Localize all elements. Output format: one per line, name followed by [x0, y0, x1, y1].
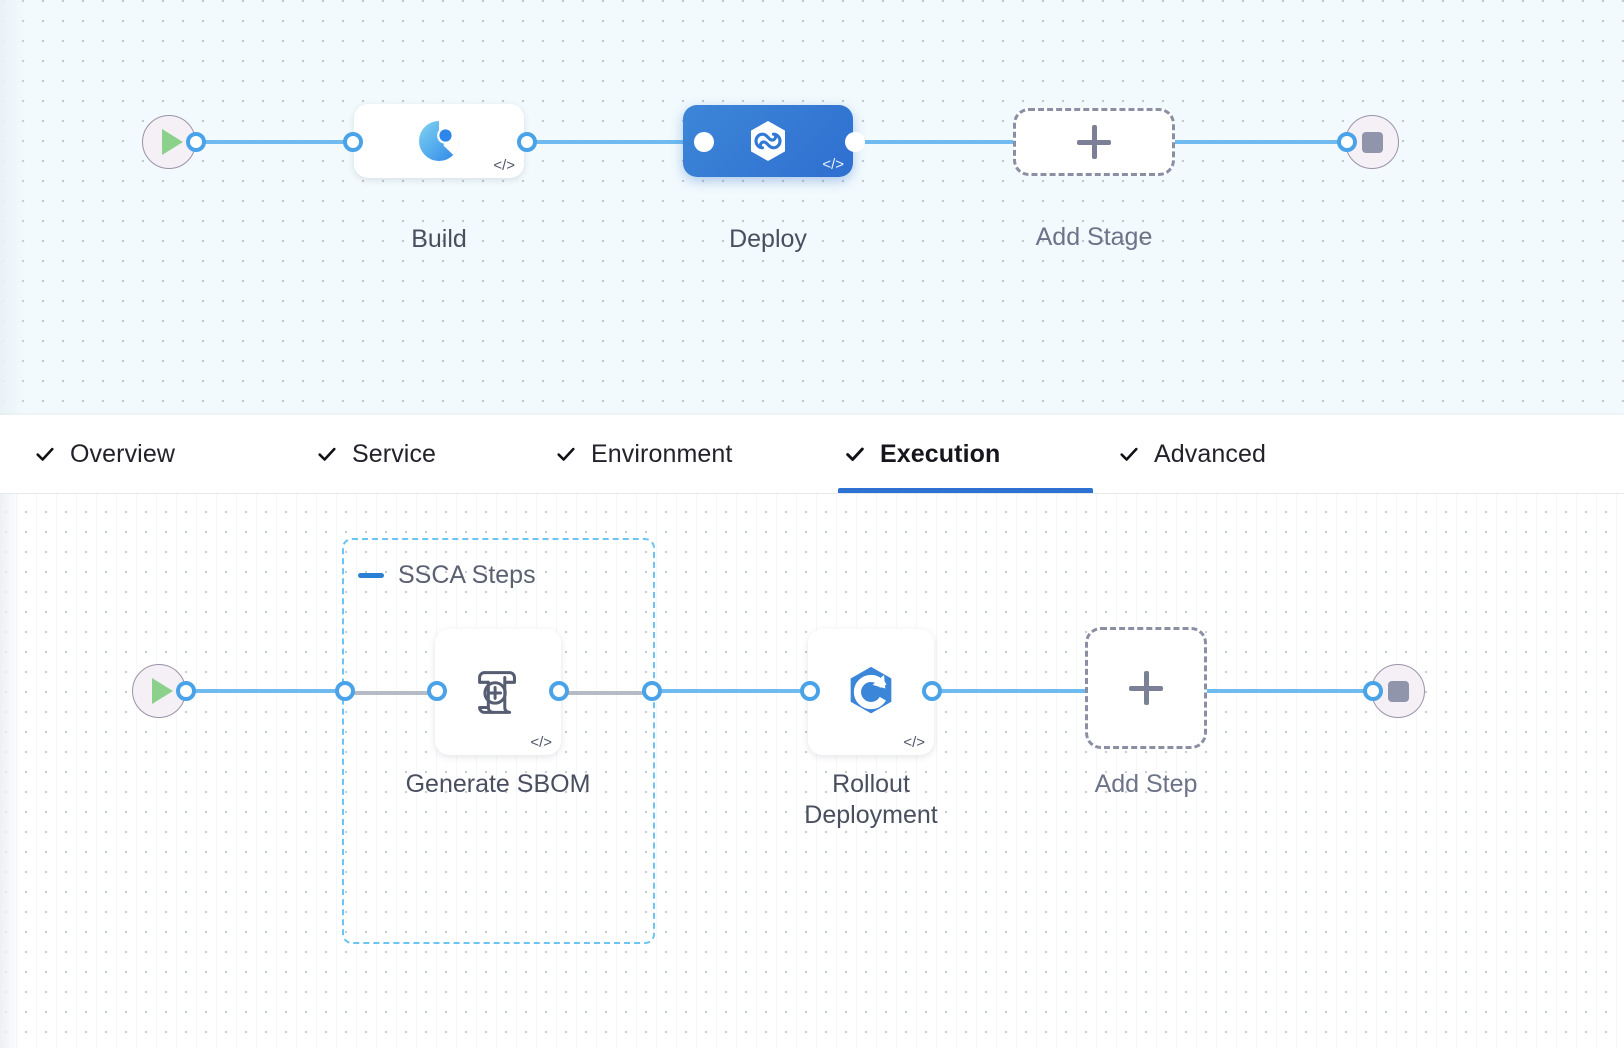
step-port-end-in[interactable]: [1363, 681, 1383, 701]
stage-wire-build-deploy: [512, 140, 702, 144]
stage-wire-start-build: [186, 140, 361, 144]
step-port-sbom-out[interactable]: [549, 681, 569, 701]
code-badge-icon: </>: [903, 734, 925, 751]
tab-label-service: Service: [352, 439, 437, 468]
rollout-hexagon-icon: [850, 666, 892, 714]
step-port-rollout-in[interactable]: [800, 681, 820, 701]
step-wire-group-in-sbom: [345, 691, 437, 695]
stop-icon: [1387, 680, 1409, 702]
stage-label-build: Build: [411, 225, 467, 253]
stage-wire-deploy-addstage: [840, 140, 1040, 144]
code-badge-icon: </>: [822, 156, 844, 173]
stage-wire-addstage-end: [1166, 140, 1366, 144]
sbom-scroll-plus-icon: [478, 671, 516, 714]
step-node-rollout-deployment[interactable]: </>: [808, 629, 934, 755]
step-wire-group-rollout: [650, 689, 818, 693]
step-wire-addstep-end: [1204, 689, 1374, 693]
stage-graph-canvas[interactable]: </> Build </> Deploy Add Stage: [0, 0, 1624, 415]
stage-node-deploy[interactable]: </>: [683, 105, 853, 177]
tab-label-environment: Environment: [591, 439, 733, 468]
check-icon: [1120, 447, 1138, 461]
code-badge-icon: </>: [530, 734, 552, 751]
step-wire-sbom-group-out: [555, 691, 655, 695]
add-stage-button[interactable]: [1013, 108, 1175, 176]
stage-config-tabbar: Overview Service Environment Execution A: [0, 415, 1624, 493]
stage-port-deploy-in[interactable]: [694, 132, 714, 152]
check-icon: [557, 447, 575, 461]
step-label-rollout-deployment: Rollout Deployment: [804, 770, 938, 829]
play-icon: [161, 129, 183, 155]
add-step-button[interactable]: [1085, 627, 1207, 749]
step-port-sbom-in[interactable]: [427, 681, 447, 701]
tab-environment[interactable]: Environment: [549, 415, 783, 493]
step-wire-rollout-addstep: [922, 689, 1102, 693]
execution-graph-canvas[interactable]: SSCA Steps: [0, 493, 1624, 1048]
code-badge-icon: </>: [493, 157, 515, 174]
harness-cd-hexagon-icon: [751, 121, 785, 161]
tab-execution[interactable]: Execution: [838, 415, 1093, 493]
step-port-group-in[interactable]: [335, 681, 355, 701]
stage-port-end-in[interactable]: [1337, 132, 1357, 152]
step-group-ssca[interactable]: [342, 538, 655, 944]
harness-ci-icon: [419, 121, 459, 161]
check-icon: [846, 447, 864, 461]
step-group-header-ssca[interactable]: SSCA Steps: [358, 561, 536, 590]
minus-icon[interactable]: [358, 573, 384, 578]
tab-overview[interactable]: Overview: [28, 415, 220, 493]
add-stage-label: Add Stage: [1035, 223, 1153, 251]
check-icon: [36, 447, 54, 461]
tab-label-overview: Overview: [70, 439, 175, 468]
step-port-group-out[interactable]: [642, 681, 662, 701]
stage-node-build[interactable]: </>: [354, 104, 524, 178]
step-label-generate-sbom: Generate SBOM: [405, 770, 591, 798]
step-group-title: SSCA Steps: [398, 561, 536, 589]
stage-port-start-out[interactable]: [186, 132, 206, 152]
tab-label-execution: Execution: [880, 439, 1001, 468]
tab-service[interactable]: Service: [310, 415, 477, 493]
add-step-label: Add Step: [1094, 770, 1198, 798]
play-icon: [151, 678, 173, 704]
stage-port-deploy-out[interactable]: [845, 132, 865, 152]
stage-port-build-in[interactable]: [343, 132, 363, 152]
step-port-rollout-out[interactable]: [922, 681, 942, 701]
step-port-start-out[interactable]: [176, 681, 196, 701]
check-icon: [318, 447, 336, 461]
stage-label-deploy: Deploy: [729, 225, 807, 253]
step-node-generate-sbom[interactable]: </>: [435, 629, 561, 755]
step-wire-start-group: [176, 689, 351, 693]
tab-label-advanced: Advanced: [1154, 439, 1266, 468]
tab-advanced[interactable]: Advanced: [1112, 415, 1339, 493]
stage-port-build-out[interactable]: [517, 132, 537, 152]
stop-icon: [1361, 131, 1383, 153]
